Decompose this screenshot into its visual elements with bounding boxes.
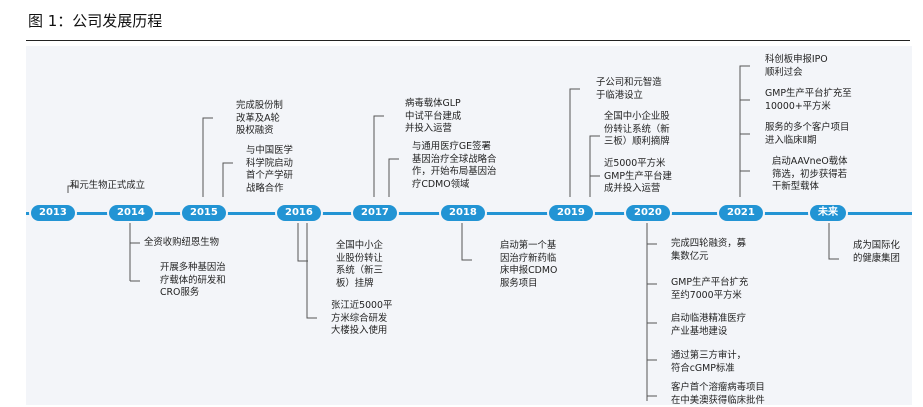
connector-future-1	[828, 221, 839, 260]
event-2020-2: GMP生产平台扩充 至约7000平方米	[671, 277, 749, 301]
title-divider	[26, 40, 910, 41]
event-2021-1: 科创板申报IPO 顺利过会	[765, 54, 828, 78]
event-2015-1: 完成股份制 改革及A轮 股权融资	[236, 100, 283, 136]
event-future-1: 成为国际化 的健康集团	[853, 240, 900, 264]
event-2021-4: 启动AAVneO载体 筛选，初步获得若 干新型载体	[772, 156, 848, 192]
event-2019-2: 全国中小企业股 份转让系统（新 三板）顺利摘牌	[604, 111, 670, 147]
year-badge-2013: 2013	[31, 205, 75, 221]
year-badge-2014: 2014	[109, 205, 153, 221]
event-2016-1: 全国中小企 业股份转让 系统（新三 板）挂牌	[336, 240, 383, 289]
event-2015-2: 与中国医学 科学院启动 首个产学研 战略合作	[246, 145, 293, 194]
timeline-panel: 2013 2014 2015 2016 2017 2018 2019 2020 …	[26, 46, 912, 406]
event-2017-2: 与通用医疗GE签署 基因治疗全球战略合 作，开始布局基因治 疗CDMO领域	[412, 141, 497, 190]
event-2014-1: 全资收购纽恩生物	[144, 237, 220, 248]
event-2013-1: 和元生物正式成立	[70, 180, 146, 191]
year-badge-future: 未来	[810, 205, 846, 221]
event-2016-2: 张江近5000平 方米综合研发 大楼投入使用	[331, 300, 393, 336]
connector-2016-2	[306, 221, 317, 319]
connector-lines	[67, 65, 839, 401]
event-2021-2: GMP生产平台扩充至 10000+平方米	[765, 88, 852, 112]
connector-2021-stem	[739, 65, 750, 197]
connector-2015-1	[202, 117, 213, 197]
event-2020-5: 客户首个溶瘤病毒项目 在中美澳获得临床批件	[671, 382, 765, 406]
connector-2018-1	[461, 221, 472, 261]
year-badge-2018: 2018	[441, 205, 485, 221]
figure-title: 图 1：公司发展历程	[28, 12, 163, 30]
connector-2013-1	[67, 185, 78, 193]
event-2020-3: 启动临港精准医疗 产业基地建设	[671, 313, 747, 337]
event-2019-3: 近5000平方米 GMP生产平台建 成并投入运营	[604, 158, 672, 194]
connector-2017-2	[388, 158, 399, 197]
connector-2016-1	[297, 221, 308, 262]
connector-2017-1	[373, 115, 384, 197]
event-2020-1: 完成四轮融资，募 集数亿元	[671, 238, 747, 262]
connector-2015-2	[222, 162, 233, 197]
event-2014-2: 开展多种基因治 疗载体的研发和 CRO服务	[160, 262, 226, 298]
connector-2019-1	[569, 88, 580, 197]
event-2018-1: 启动第一个基 因治疗新药临 床申报CDMO 服务项目	[500, 240, 558, 289]
event-2019-1: 子公司和元智造 于临港设立	[596, 77, 662, 101]
year-badge-2017: 2017	[353, 205, 397, 221]
year-badge-2019: 2019	[549, 205, 593, 221]
event-2020-4: 通过第三方审计， 符合cGMP标准	[671, 350, 747, 374]
year-badge-2020: 2020	[626, 205, 670, 221]
event-2021-3: 服务的多个客户项目 进入临床Ⅱ期	[765, 122, 850, 146]
year-badge-2016: 2016	[277, 205, 321, 221]
year-badge-2015: 2015	[182, 205, 226, 221]
connector-2019-2	[589, 135, 600, 197]
year-badge-2021: 2021	[719, 205, 763, 221]
event-2017-1: 病毒载体GLP 中试平台建成 并投入运营	[405, 98, 462, 134]
